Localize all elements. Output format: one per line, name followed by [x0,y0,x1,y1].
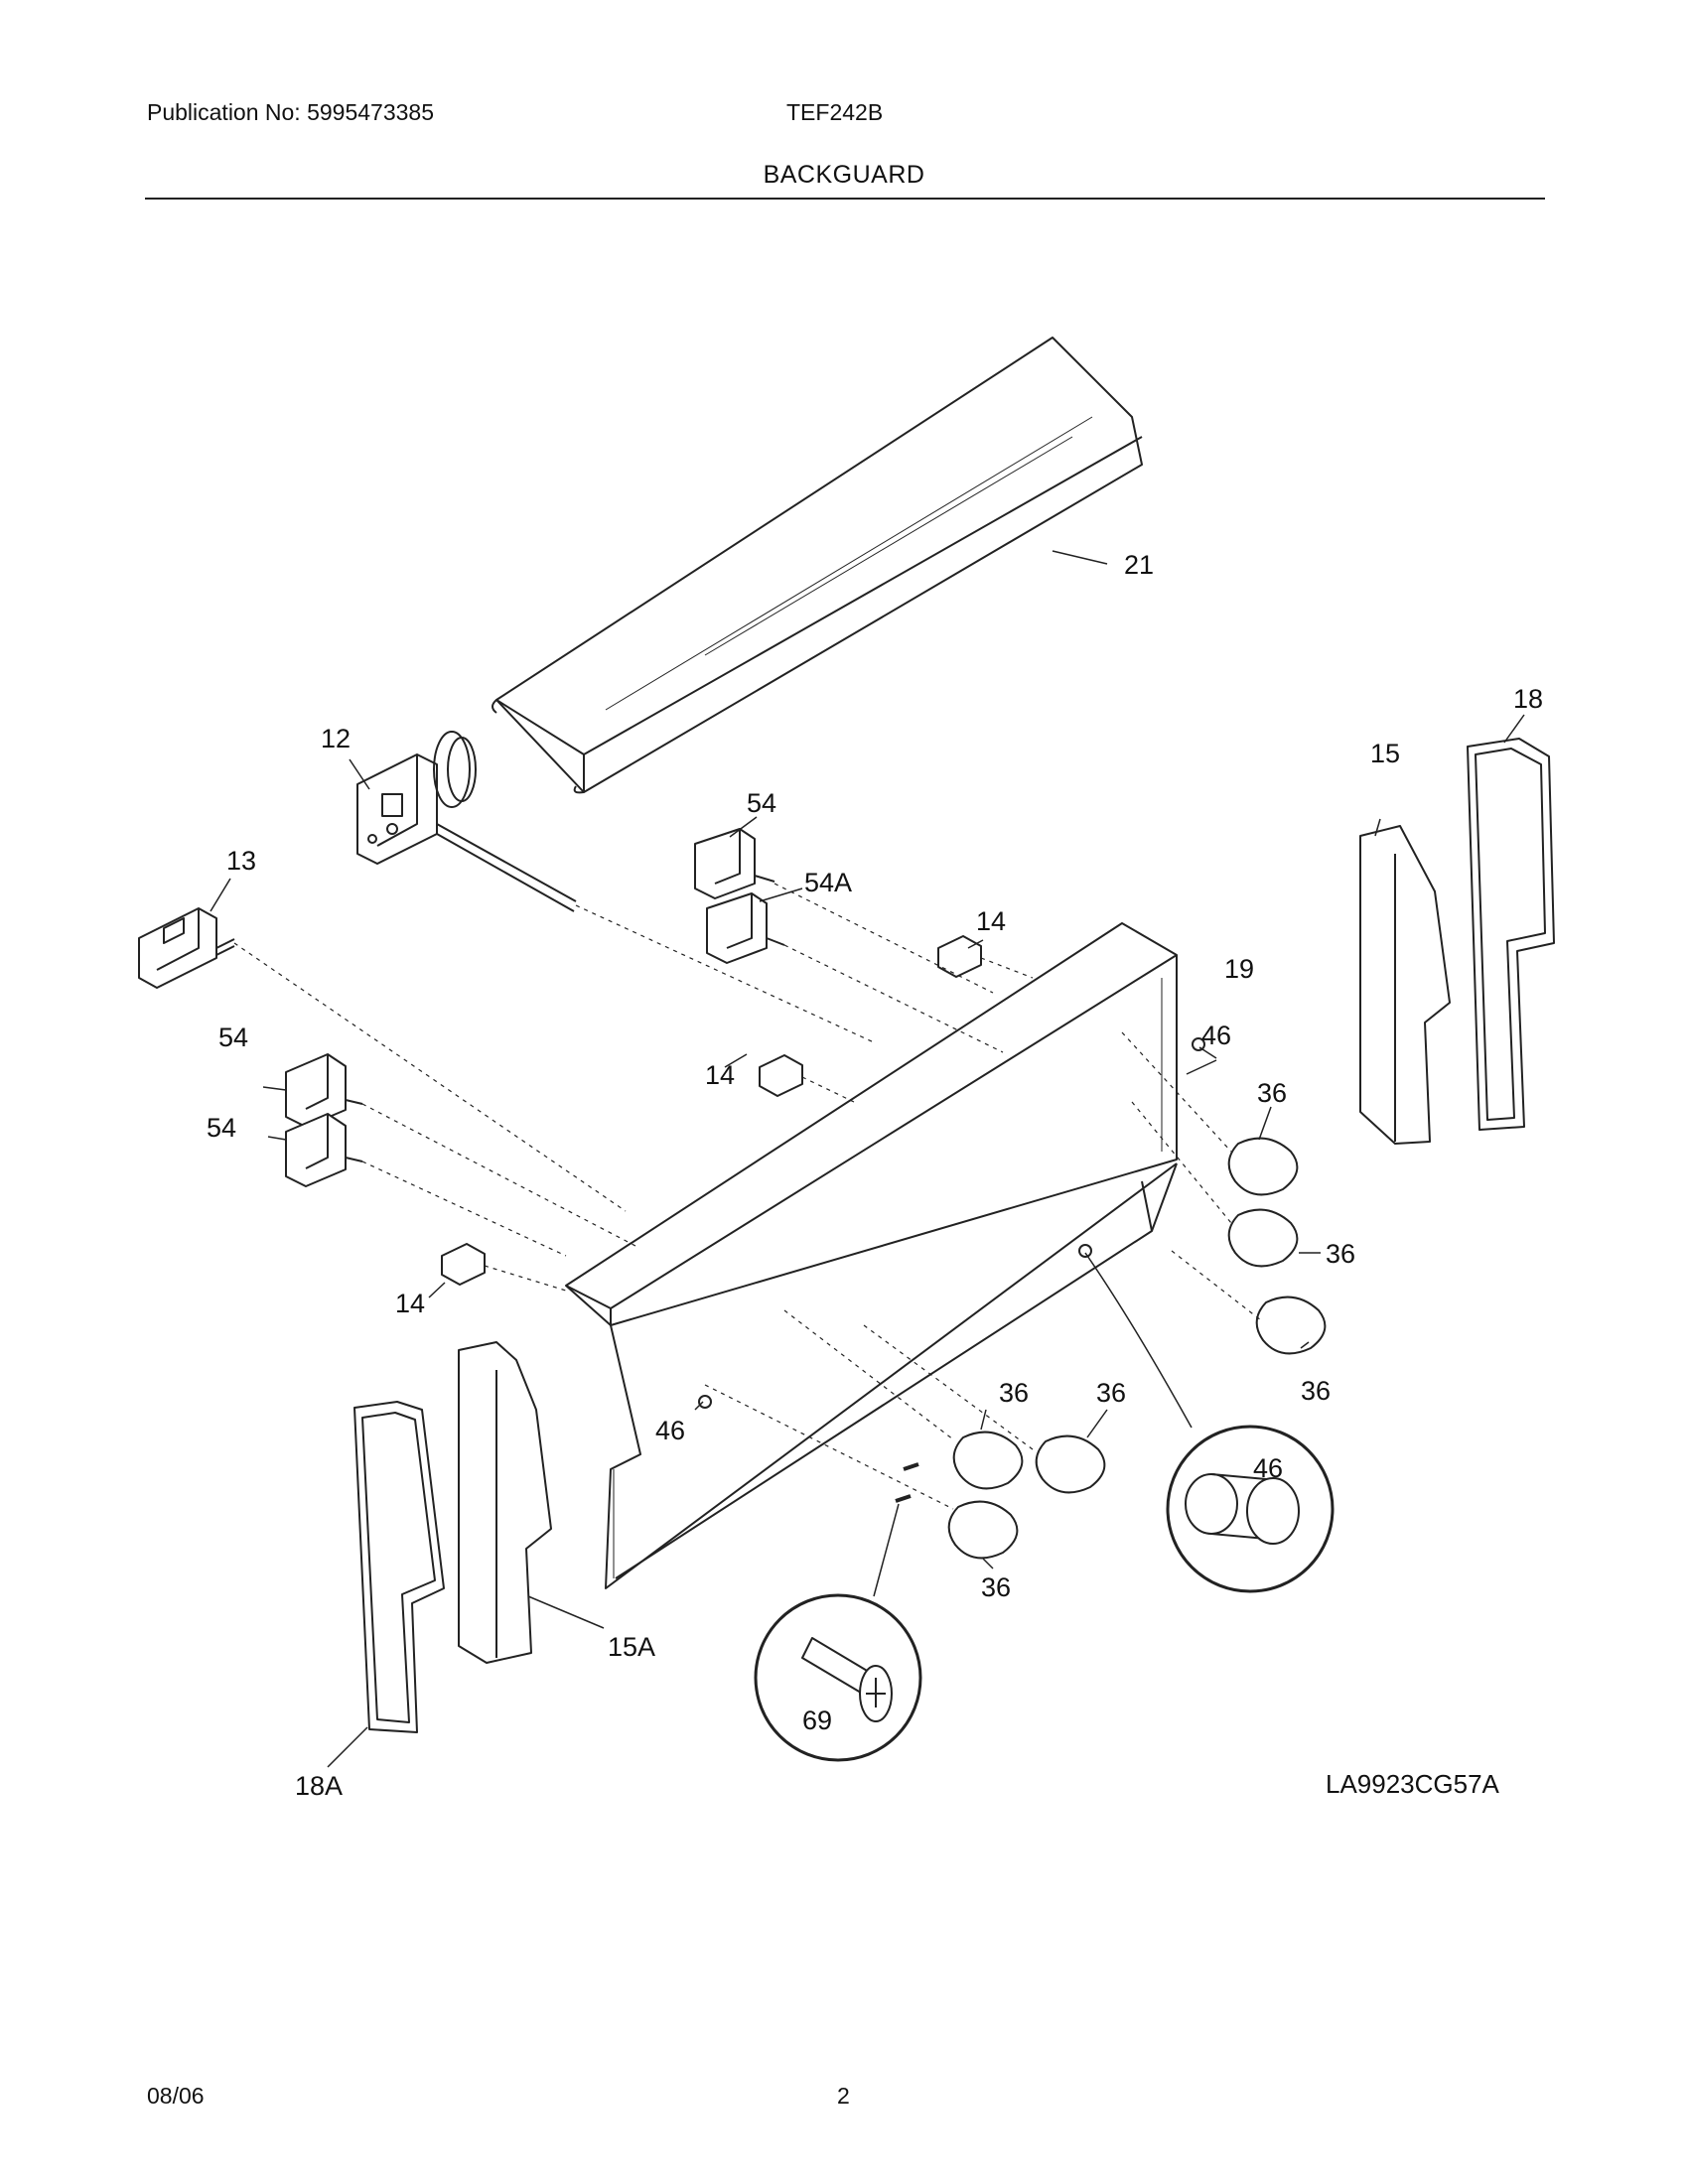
detail-circle-69 [754,1593,922,1762]
part-69-screw-a [903,1462,919,1471]
part-36-knob-b [1227,1208,1299,1268]
leader-lines [210,550,1525,1768]
part-21-top-trim [492,337,1143,794]
part-13-switch [138,907,235,989]
model-number: TEF242B [786,99,884,125]
part-36-knob-f [947,1500,1019,1560]
part-54-switch-mid [285,1053,363,1128]
detail-circle-46 [1166,1425,1335,1593]
label-part-15a: 15A [608,1632,655,1662]
part-36-knob-d [952,1431,1024,1490]
part-46-pin-right [1192,1037,1205,1051]
label-part-12: 12 [321,724,351,753]
section-title: BACKGUARD [763,161,925,189]
part-14-light-low [441,1243,486,1286]
label-part-36-a: 36 [1257,1078,1287,1108]
detail-69-screw [801,1637,893,1722]
header-rule [145,198,1545,200]
label-part-14-mid: 14 [705,1060,735,1090]
label-part-46-detail: 46 [1253,1453,1283,1483]
part-46-pin-centre [1078,1244,1092,1258]
label-part-36-f: 36 [981,1572,1011,1602]
label-part-36-c: 36 [1301,1376,1331,1406]
part-54-switch-low [285,1113,363,1187]
label-part-54a: 54A [804,868,852,897]
footer-date: 08/06 [147,2083,205,2109]
part-69-screw-b [895,1494,912,1503]
part-36-knob-e [1035,1434,1106,1494]
detail-46-knob-shaft [1185,1473,1300,1545]
assembly-lines [233,883,1262,1510]
label-part-46-right: 46 [1201,1021,1231,1050]
label-part-19: 19 [1224,954,1254,984]
label-part-46-left: 46 [655,1416,685,1445]
page-number: 2 [837,2083,850,2109]
part-15-end-bracket-right [1359,825,1451,1145]
label-part-13: 13 [226,846,256,876]
label-part-18: 18 [1513,684,1543,714]
label-part-21: 21 [1124,550,1154,580]
label-part-69-detail: 69 [802,1706,832,1735]
label-part-14-low: 14 [395,1289,425,1318]
part-18a-end-cap-left [353,1401,445,1733]
part-46-pin-left [698,1395,712,1409]
label-part-54-top: 54 [747,788,776,818]
part-19-backguard-panel [565,922,1178,1589]
part-18-end-cap-right [1467,738,1555,1131]
label-part-18a: 18A [295,1771,343,1801]
part-36-knob-c [1255,1296,1327,1355]
label-part-14-top: 14 [976,906,1006,936]
label-part-36-e: 36 [1096,1378,1126,1408]
publication-number: Publication No: 5995473385 [147,99,435,125]
label-part-36-b: 36 [1326,1239,1355,1269]
part-12-thermostat [356,731,577,912]
label-part-36-d: 36 [999,1378,1029,1408]
label-part-15: 15 [1370,739,1400,768]
part-54-switch-top [694,828,775,899]
part-54a-switch [706,892,785,964]
part-14-light-mid [759,1054,803,1097]
label-part-54-mid: 54 [218,1023,248,1052]
label-part-54-low: 54 [207,1113,236,1143]
part-15a-end-bracket-left [458,1341,552,1664]
drawing-reference-code: LA9923CG57A [1326,1769,1500,1799]
part-14-light-top [937,935,982,978]
part-36-knob-a [1227,1137,1299,1196]
